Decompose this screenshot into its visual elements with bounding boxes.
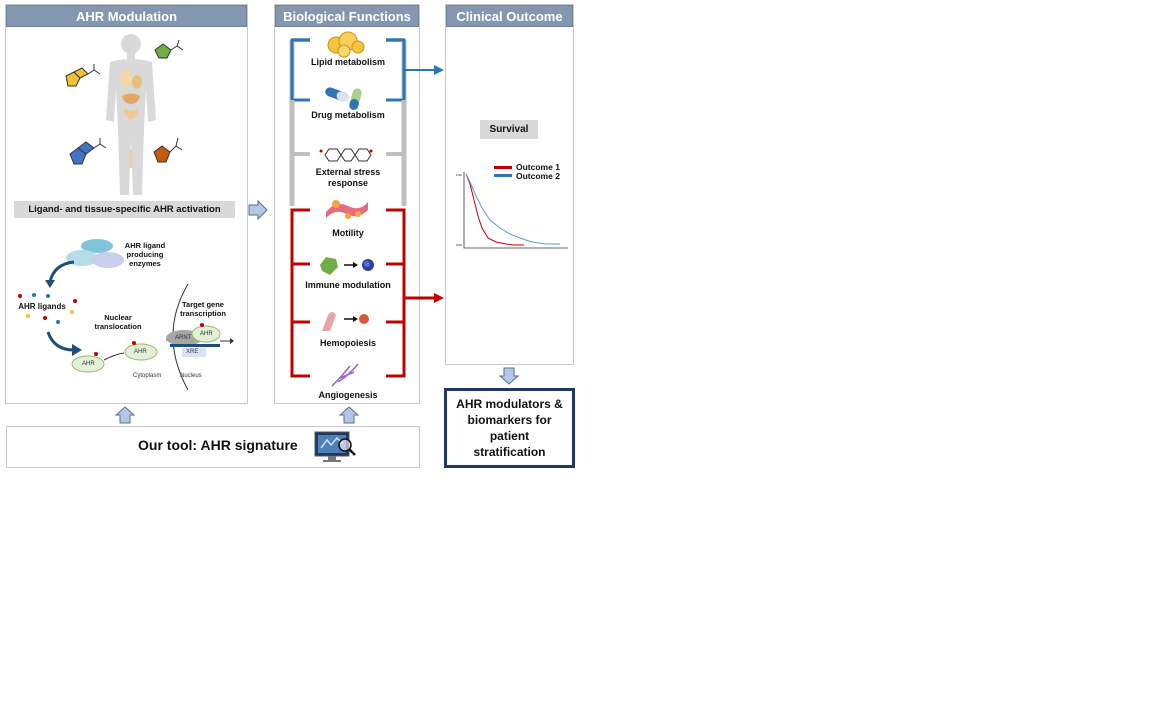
tool-to-functions-arrow — [338, 406, 360, 424]
ligands-label: AHR ligands — [18, 302, 66, 311]
clinical-outcome-header: Clinical Outcome — [446, 5, 573, 27]
ligand-dots — [18, 293, 77, 324]
tool-label: Our tool: AHR signature — [138, 437, 298, 453]
drug-capsules-icon — [325, 87, 362, 110]
function-label-lipid: Lipid metabolism — [310, 57, 385, 67]
ahr-label-nucleus: AHR — [200, 331, 213, 337]
xre-label: XRE — [186, 349, 199, 355]
outcome-to-result-arrow — [498, 367, 520, 385]
angiogenesis-vessel-icon — [331, 363, 359, 387]
function-label-drug: Drug metabolism — [311, 110, 385, 120]
motility-cells-icon — [326, 200, 368, 219]
clinical-outcome-panel: Clinical Outcome — [445, 4, 574, 365]
activation-label: Ligand- and tissue-specific AHR activati… — [28, 204, 221, 215]
result-box — [444, 388, 575, 468]
monitor-analysis-icon — [314, 431, 356, 462]
function-label-angiogenesis: Angiogenesis — [318, 390, 378, 400]
function-label-immune: Immune modulation — [305, 280, 391, 290]
arnt-label: ARNT — [175, 335, 192, 341]
survival-label: Survival — [489, 124, 529, 135]
survival-legend-swatches — [494, 166, 512, 177]
lipid-droplets-icon — [327, 31, 365, 58]
svg-text:1.00: 1.00 — [456, 173, 462, 177]
legend-outcome-1: Outcome 1 — [516, 162, 560, 172]
activation-banner — [14, 201, 235, 218]
blue-arrow-to-outcome — [404, 65, 444, 75]
cytoplasm-label: Cytoplasm — [133, 373, 162, 379]
survival-badge — [480, 120, 538, 139]
ahr-label-translocating: AHR — [134, 349, 147, 355]
nuclear-translocation-label: Nuclear translocation — [94, 313, 142, 331]
svg-text:0.00: 0.00 — [456, 243, 462, 247]
function-label-motility: Motility — [332, 228, 364, 238]
target-gene-label: Target gene transcription — [180, 300, 226, 318]
ligand-molecule-green — [154, 39, 184, 59]
nucleus-label: Nucleus — [180, 373, 202, 379]
ligand-to-cytoplasm-arrow — [46, 331, 82, 356]
tool-to-modulation-arrow — [114, 406, 136, 424]
hemopoiesis-icon — [322, 312, 369, 331]
result-label: AHR modulators & biomarkers for patient … — [456, 397, 563, 459]
biological-functions-header: Biological Functions — [275, 5, 419, 27]
function-label-hemopoiesis: Hemopoiesis — [319, 338, 377, 348]
survival-curve-chart: 1.00 0.00 — [456, 172, 568, 249]
chemical-structure-icon — [319, 148, 373, 162]
modulation-to-functions-arrow — [248, 199, 268, 221]
ahr-label-cytoplasm: AHR — [82, 361, 95, 367]
enzymes-label: AHR ligand producing enzymes — [124, 241, 166, 268]
red-arrow-to-outcome — [404, 293, 444, 303]
function-label-stress: External stress response — [315, 167, 381, 188]
human-body-figure — [106, 34, 156, 195]
enzyme-to-ligand-arrow — [45, 260, 75, 288]
ligand-molecule-brown — [153, 137, 183, 163]
biological-functions-panel: Biological Functions — [274, 4, 420, 404]
nuclear-translocation-diagram — [71, 283, 234, 391]
ligand-molecule-yellow — [65, 64, 101, 87]
tool-box — [6, 426, 420, 468]
legend-outcome-2: Outcome 2 — [516, 171, 560, 181]
enzyme-cloud — [66, 239, 124, 268]
ahr-modulation-header: AHR Modulation — [6, 5, 247, 27]
ligand-molecule-blue — [69, 138, 107, 165]
immune-cells-icon — [320, 257, 374, 275]
